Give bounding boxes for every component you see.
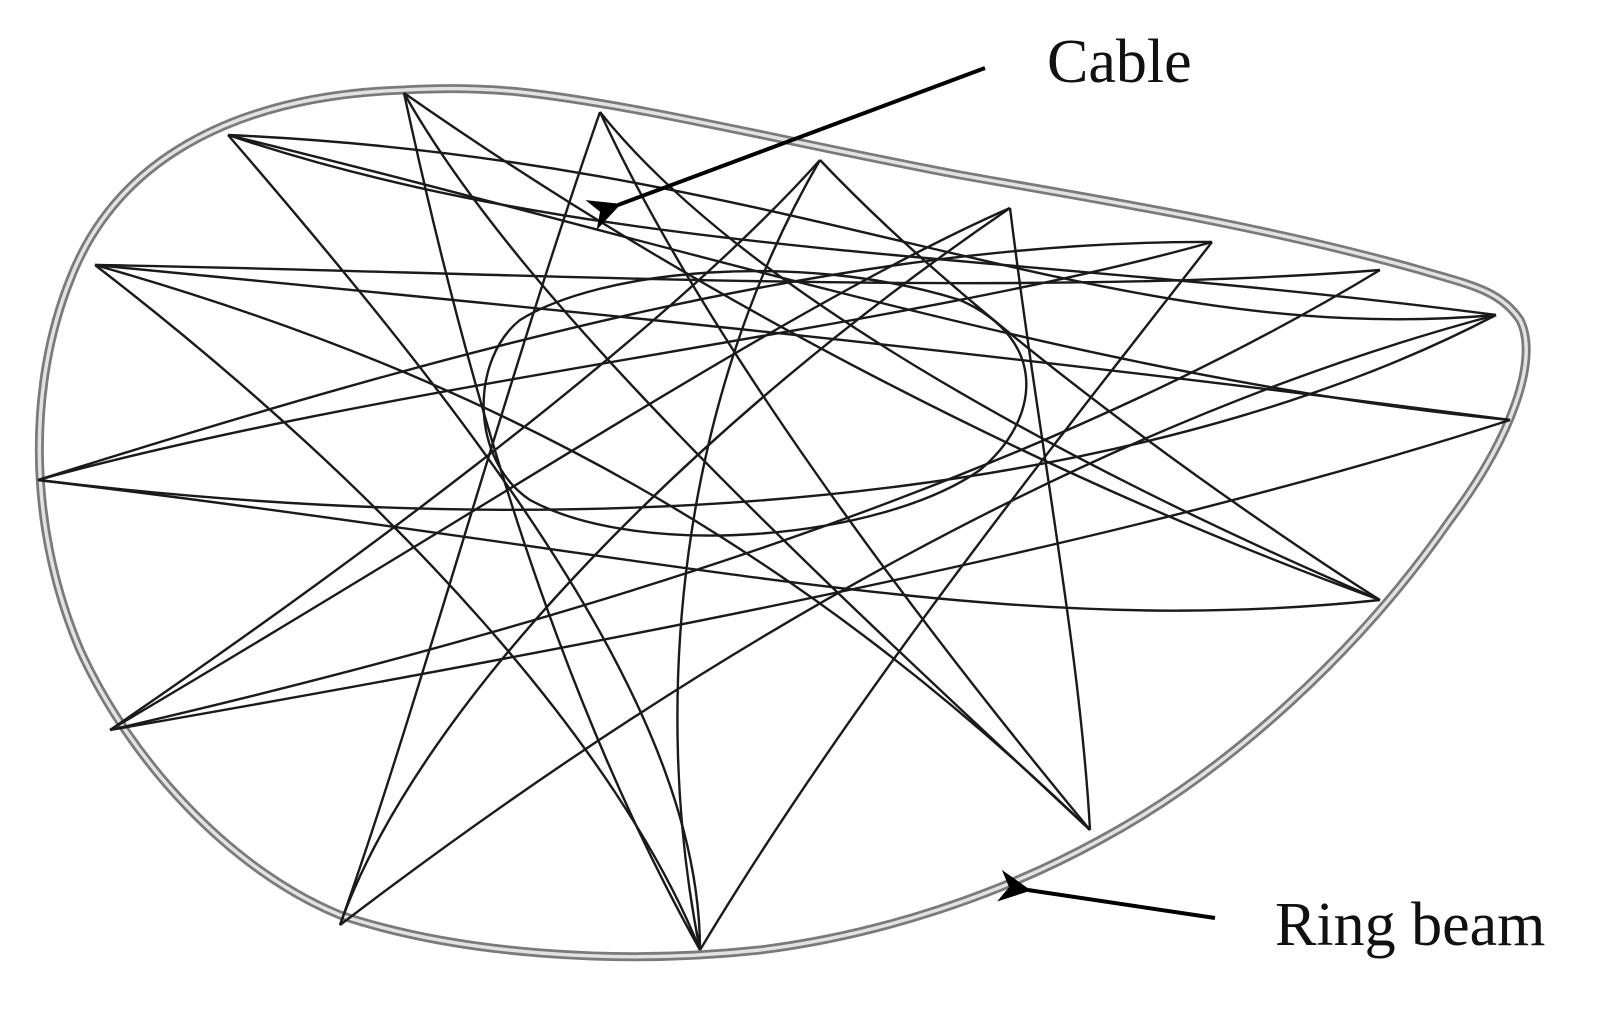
cable-1: [402, 92, 702, 951]
cable-19: [94, 263, 1511, 422]
ring-beam-callout: Ring beam: [997, 869, 1545, 959]
cable-21: [227, 134, 702, 951]
cable-18: [403, 92, 1381, 602]
cable-arrow: [585, 66, 986, 231]
ring-beam: [34, 84, 1531, 962]
cable-inner-ring: [482, 269, 1028, 537]
ring-beam-label: Ring beam: [1275, 891, 1545, 959]
cable-25: [339, 313, 1497, 926]
cable-23: [37, 240, 1213, 482]
cable-24: [109, 206, 1011, 732]
cable-8: [1008, 207, 1092, 831]
cable-10: [698, 241, 1213, 951]
cable-20: [94, 264, 702, 951]
cable-28: [676, 159, 822, 951]
cable-5: [109, 159, 821, 731]
cable-2: [402, 92, 1091, 831]
cable-17: [37, 478, 1381, 612]
ring-beam-shadow: [34, 84, 1531, 962]
cable-27: [94, 263, 1091, 831]
cable-3: [338, 111, 602, 926]
cable-11: [94, 263, 1381, 285]
cable-label: Cable: [1047, 28, 1192, 96]
cable-15: [109, 418, 1511, 732]
cable-4: [599, 111, 1381, 602]
cable-network: [37, 92, 1511, 951]
cable-callout: Cable: [585, 28, 1192, 231]
cable-26: [598, 111, 1091, 831]
ring-beam-highlight: [37, 86, 1528, 959]
cable-13: [37, 313, 1497, 511]
cable-22: [227, 133, 1497, 317]
cable-7: [338, 207, 1011, 926]
cable-12: [109, 268, 1381, 732]
ring-beam-arrow: [997, 869, 1216, 920]
